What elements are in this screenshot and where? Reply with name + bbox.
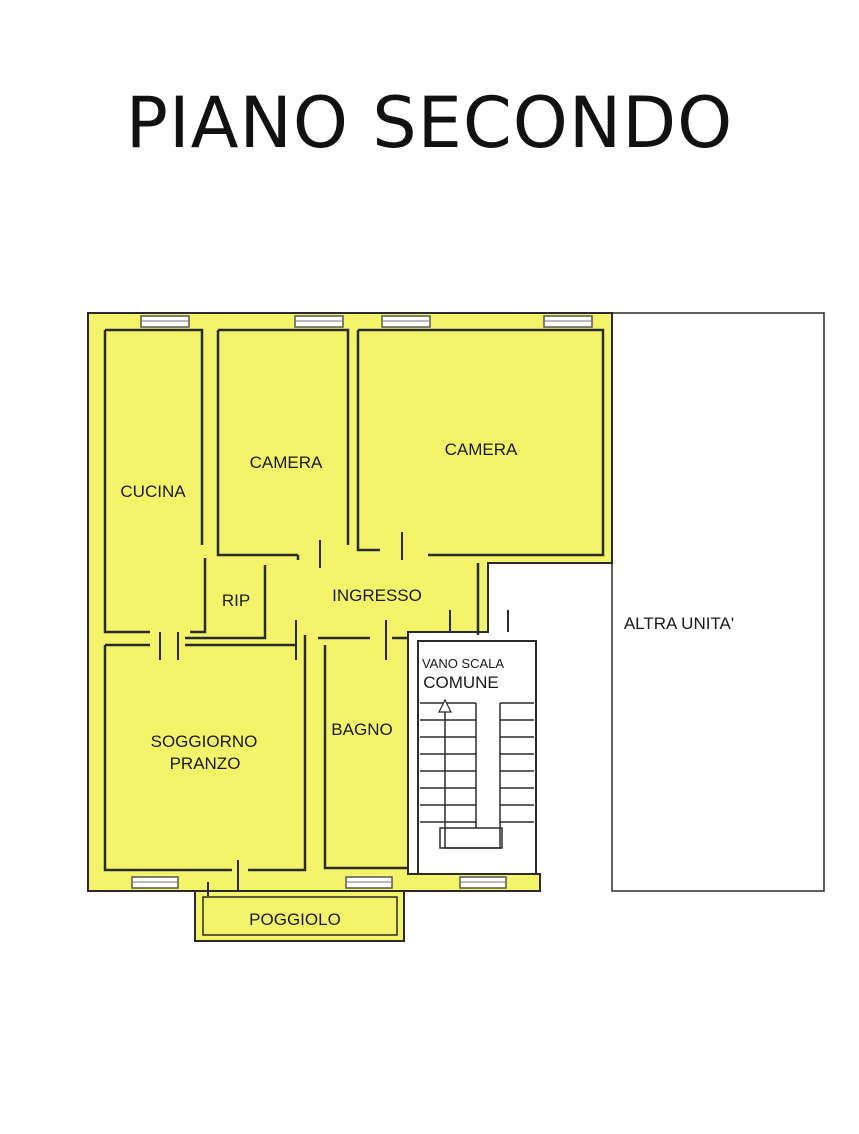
room-label-camera-1: CAMERA (250, 453, 323, 472)
stair-direction-arrow-icon (438, 698, 452, 713)
room-label-bagno: BAGNO (331, 720, 392, 739)
room-label-vano-scala: VANO SCALA (422, 656, 504, 671)
room-label-ingresso: INGRESSO (332, 586, 422, 605)
balcony-area (194, 890, 405, 942)
plan-title: PIANO SECONDO (125, 82, 734, 164)
room-label-comune: COMUNE (423, 673, 499, 692)
room-label-pranzo: PRANZO (170, 754, 241, 773)
room-label-camera-2: CAMERA (445, 440, 518, 459)
room-label-altra-unita: ALTRA UNITA' (624, 614, 734, 633)
stairwell-area (417, 640, 537, 875)
stairs (420, 702, 534, 849)
other-unit-area (611, 312, 825, 892)
room-label-soggiorno: SOGGIORNO (151, 732, 258, 751)
room-label-cucina: CUCINA (120, 482, 186, 501)
room-label-poggiolo: POGGIOLO (249, 910, 341, 929)
room-label-rip: RIP (222, 591, 250, 610)
